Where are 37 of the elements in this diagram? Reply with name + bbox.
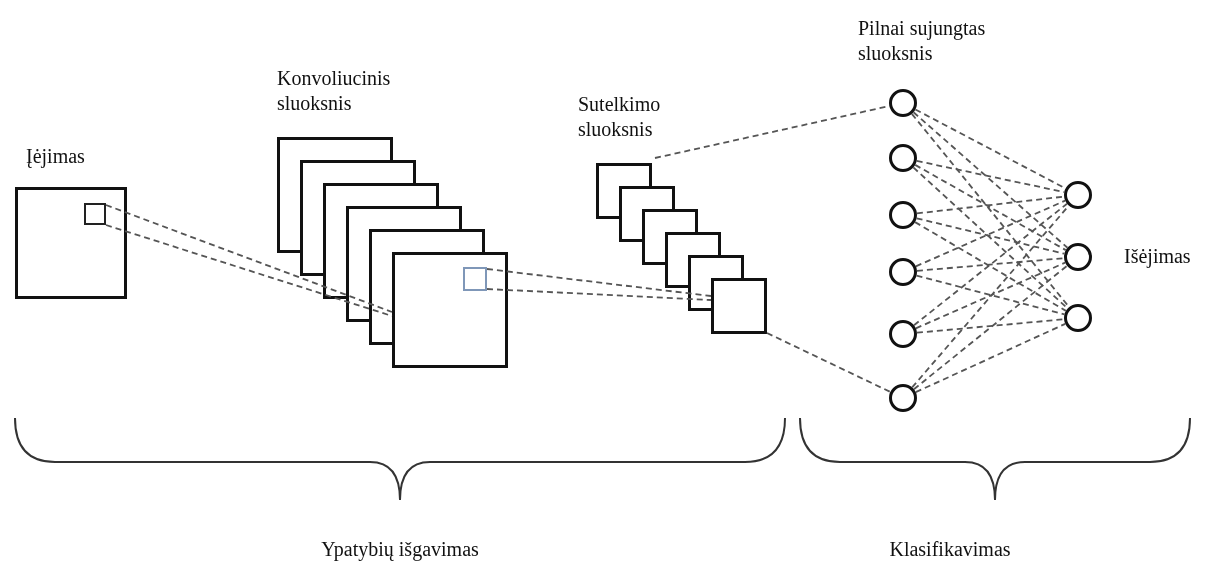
neuron-circle <box>1064 243 1092 271</box>
pooling-window <box>463 267 487 291</box>
dashed-connector <box>914 261 1067 330</box>
dashed-connector <box>914 322 1067 394</box>
dashed-connector <box>915 160 1066 193</box>
neuron-circle <box>1064 181 1092 209</box>
dashed-connector <box>916 318 1065 334</box>
neuron-circle <box>889 258 917 286</box>
layer-title: Konvoliucinis sluoksnis <box>277 66 392 116</box>
layer-title: Pilnai sujungtas sluoksnis <box>858 16 987 66</box>
layer-title: Sutelkimo sluoksnis <box>578 92 662 142</box>
dashed-connector <box>486 268 712 297</box>
section-label: Ypatybių išgavimas <box>320 537 480 562</box>
filter-window <box>84 203 106 225</box>
neuron-circle <box>889 384 917 412</box>
dashed-connector <box>913 202 1068 327</box>
output-label: Išėjimas <box>1124 244 1192 269</box>
dashed-connector <box>916 195 1065 215</box>
dashed-connector <box>915 217 1066 255</box>
section-label: Klasifikavimas <box>888 537 1012 562</box>
dashed-connector <box>105 204 393 313</box>
dashed-connector <box>912 111 1069 249</box>
neuron-circle <box>889 144 917 172</box>
dashed-connector <box>486 288 712 301</box>
neuron-circle <box>1064 304 1092 332</box>
dashed-connector <box>914 164 1067 251</box>
dashed-connector <box>916 257 1065 272</box>
neuron-circle <box>889 89 917 117</box>
dashed-connector <box>766 332 892 393</box>
layer-title: Įėjimas <box>26 144 86 169</box>
neuron-circle <box>889 320 917 348</box>
dashed-connector <box>914 221 1067 312</box>
dashed-connector <box>912 166 1069 310</box>
dashed-connector <box>915 274 1066 316</box>
dashed-connector <box>913 264 1068 391</box>
dashed-connector <box>914 199 1067 268</box>
neuron-circle <box>889 201 917 229</box>
